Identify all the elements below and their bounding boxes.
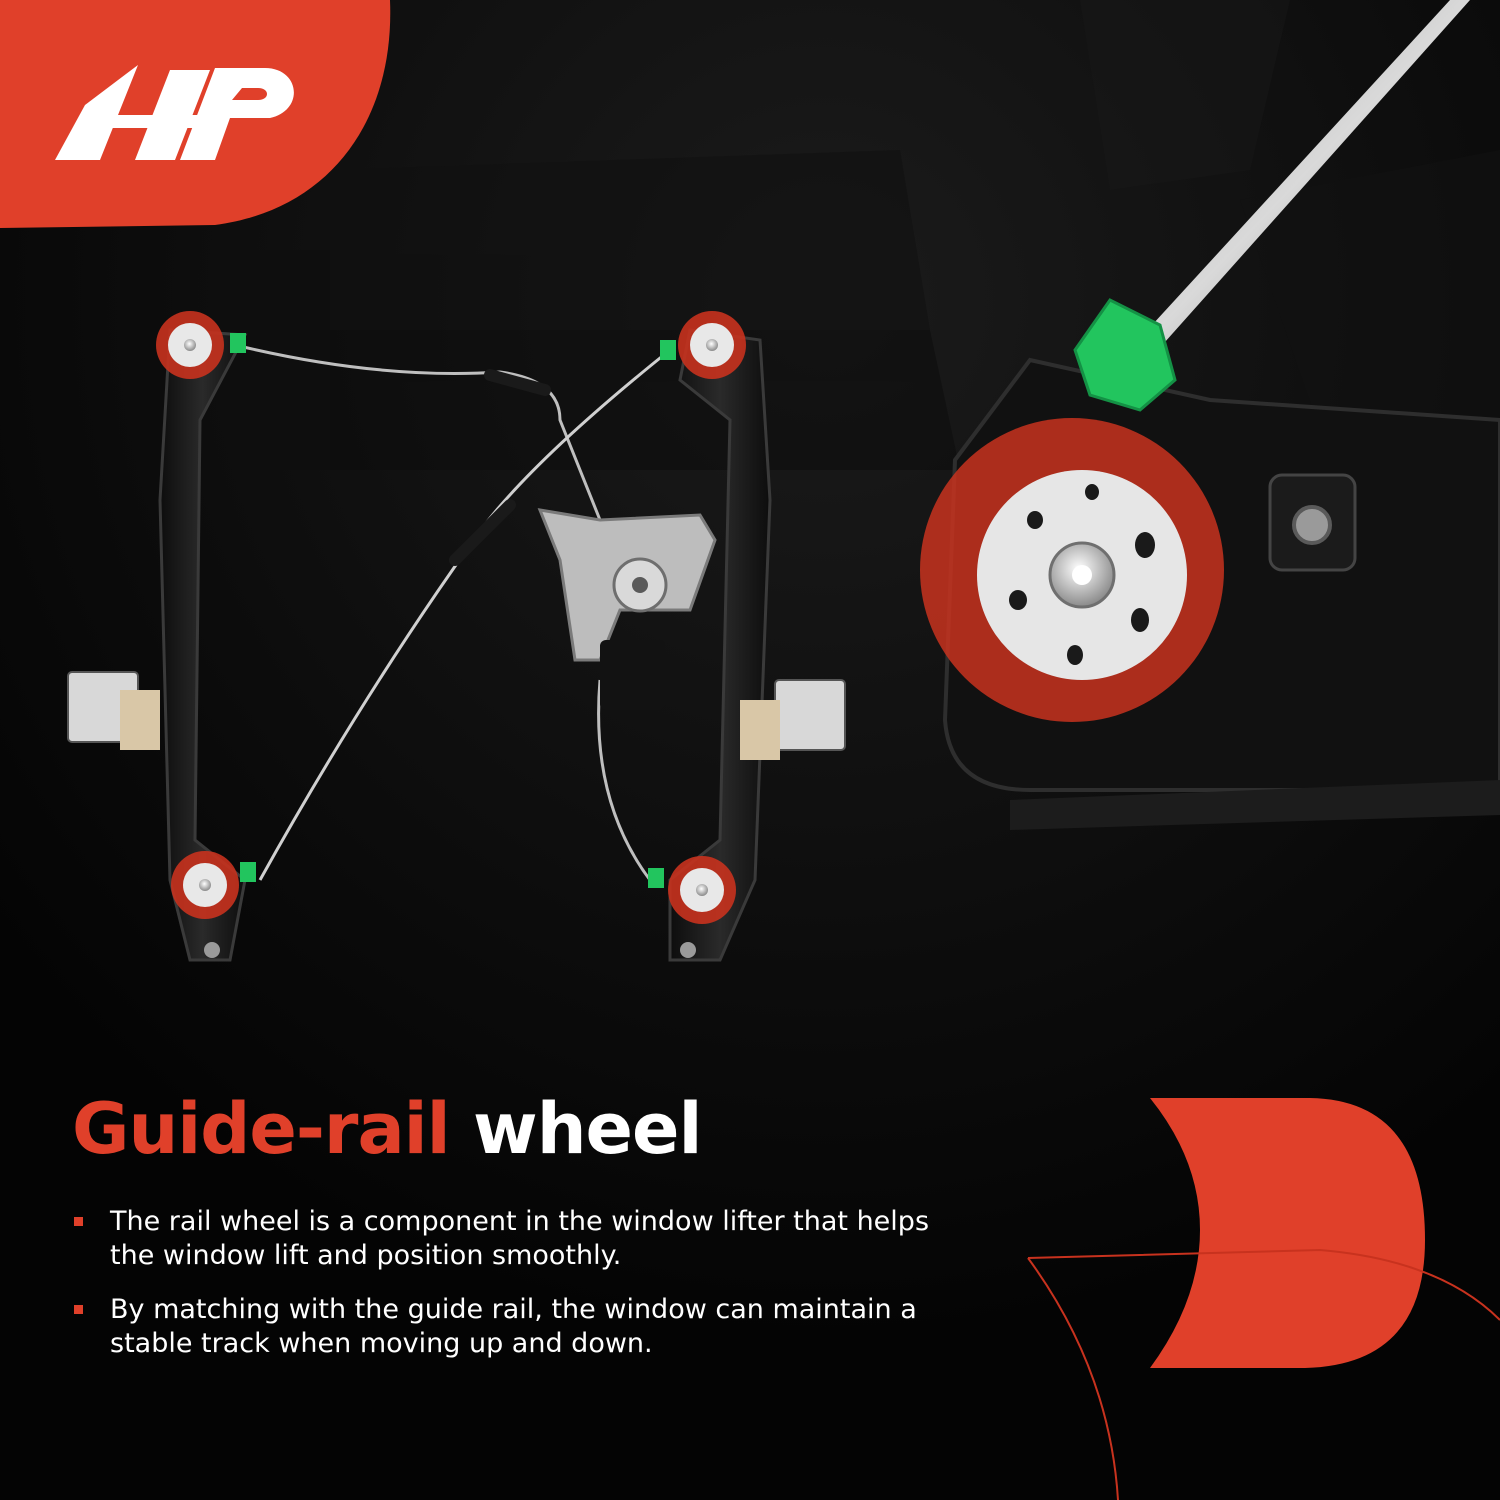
guide-rail-wheel [156,311,224,379]
headline-accent: Guide-rail [72,1088,451,1170]
guide-rail-wheel [668,856,736,924]
cable-clip [648,868,664,888]
closeup-guide-rod [1120,0,1470,370]
feature-item: The rail wheel is a component in the win… [72,1205,952,1273]
guide-rail-wheel [171,851,239,919]
mount-hole [204,942,220,958]
drum-bolt [632,577,648,593]
right-clamp-bracket [740,700,780,760]
feature-list: The rail wheel is a component in the win… [72,1205,952,1381]
car-interior-silhouette [180,0,1500,470]
square-bullet-icon [74,1217,83,1226]
headline: Guide-rail wheel [72,1088,703,1170]
feature-item: By matching with the guide rail, the win… [72,1293,952,1361]
mount-hole [680,942,696,958]
wheel-closeup [920,0,1500,830]
motor-connector [600,640,665,710]
guide-rail-wheel [678,311,746,379]
headline-plain: wheel [473,1088,702,1170]
brand-logo [55,65,294,160]
feature-text: By matching with the guide rail, the win… [110,1294,917,1359]
closeup-nut [1292,505,1332,545]
closeup-lower-lip [1010,780,1500,830]
square-bullet-icon [74,1305,83,1314]
lift-cable [234,343,602,521]
brand-corner [0,0,391,228]
feature-text: The rail wheel is a component in the win… [110,1206,930,1271]
right-glass-clamp [774,679,846,751]
left-guide-rail [158,328,248,962]
right-guide-rail [668,328,772,962]
cable-clip [660,340,676,360]
closeup-cable-clip [1073,298,1177,412]
closeup-wheel-holes [1009,484,1155,665]
cable-clip [240,862,256,882]
cable-sleeve [449,499,516,566]
cable-sleeve [484,369,551,396]
left-clamp-bracket [120,690,160,750]
lift-cable [597,679,652,881]
window-regulator [67,311,846,962]
closeup-axle-center [1072,565,1092,585]
brand-d-shape [1027,1098,1500,1500]
cable-clip [230,333,246,353]
